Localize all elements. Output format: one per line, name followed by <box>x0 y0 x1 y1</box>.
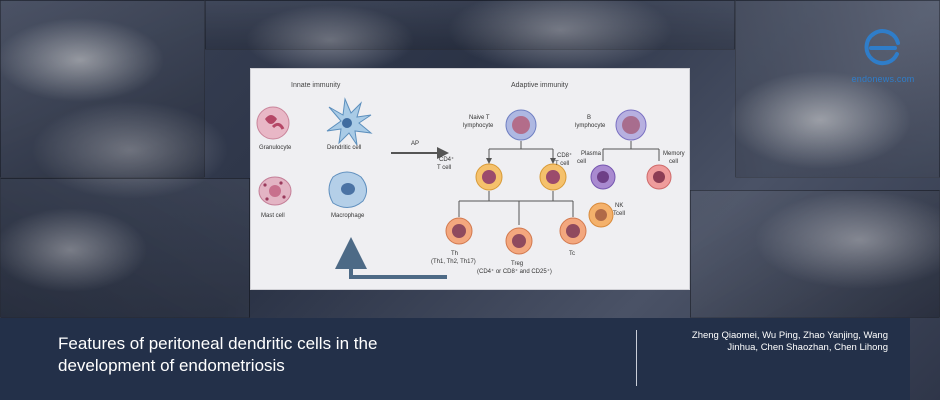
site-logo[interactable]: endonews.com <box>848 26 918 84</box>
naive-t-label-2: lymphocyte <box>463 123 494 129</box>
mast-cell-label: Mast cell <box>261 213 285 219</box>
th-label-2: (Th1, Th2, Th17) <box>431 259 476 265</box>
background-tile <box>690 190 940 318</box>
cd4-label-1: CD4⁺ <box>439 156 454 163</box>
article-authors: Zheng Qiaomei, Wu Ping, Zhao Yanjing, Wa… <box>691 330 888 353</box>
treg-label-2: (CD4⁺ or CD8⁺ and CD25⁺) <box>477 268 552 275</box>
plasma-cell: Plasma cell <box>577 151 616 190</box>
immunity-diagram: Innate immunity Adaptive immunity Granul… <box>250 68 690 290</box>
th-cell: Th (Th1, Th2, Th17) <box>431 217 476 265</box>
macrophage-label: Macrophage <box>331 213 365 219</box>
background-tile <box>0 178 250 318</box>
macrophage: Macrophage <box>328 171 367 219</box>
b-label-1: B <box>587 115 591 121</box>
nk-label-2: Tcell <box>613 211 625 217</box>
endonews-e-logo-icon <box>864 29 900 66</box>
memory-cell: Memory cell <box>646 151 685 190</box>
tc-label: Tc <box>569 251 575 257</box>
plasma-label-1: Plasma <box>581 151 602 157</box>
background-tile <box>205 0 735 50</box>
memory-label-1: Memory <box>663 151 685 157</box>
naive-t-label-1: Naive T <box>469 115 490 121</box>
plasma-label-2: cell <box>577 159 586 165</box>
dendritic-cell: Dendritic cell <box>326 97 373 151</box>
article-title[interactable]: Features of peritoneal dendritic cells i… <box>58 334 378 375</box>
cd4-t-cell: CD4⁺ T cell <box>437 156 503 191</box>
caption-divider <box>636 330 637 386</box>
treg-label-1: Treg <box>511 261 523 267</box>
cd8-t-cell: CD8⁺ T cell <box>539 152 572 191</box>
naive-t-lymphocyte: Naive T lymphocyte <box>463 109 537 141</box>
innate-header: Innate immunity <box>291 82 341 89</box>
cd4-label-2: T cell <box>437 165 451 171</box>
th-label-1: Th <box>451 251 458 257</box>
background-tile <box>735 0 940 178</box>
mast-cell: Mast cell <box>258 176 292 219</box>
cd8-label-1: CD8⁺ <box>557 152 572 159</box>
adaptive-header: Adaptive immunity <box>511 82 569 89</box>
background-tile <box>0 0 205 178</box>
cd8-label-2: T cell <box>555 161 569 167</box>
feedback-arrow <box>335 237 447 279</box>
site-name: endonews.com <box>851 74 915 84</box>
caption-bar: Features of peritoneal dendritic cells i… <box>0 318 910 400</box>
nk-t-cell: NK Tcell <box>588 202 625 228</box>
tc-cell: Tc <box>559 217 587 257</box>
memory-label-2: cell <box>669 159 678 165</box>
dendritic-cell-label: Dendritic cell <box>327 145 361 151</box>
nk-label-1: NK <box>615 203 623 209</box>
b-label-2: lymphocyte <box>575 123 606 129</box>
treg-cell: Treg (CD4⁺ or CD8⁺ and CD25⁺) <box>477 227 552 275</box>
granulocyte: Granulocyte <box>256 106 292 151</box>
ap-label: AP <box>411 141 419 147</box>
granulocyte-label: Granulocyte <box>259 145 292 151</box>
b-lymphocyte: B lymphocyte <box>575 109 647 141</box>
